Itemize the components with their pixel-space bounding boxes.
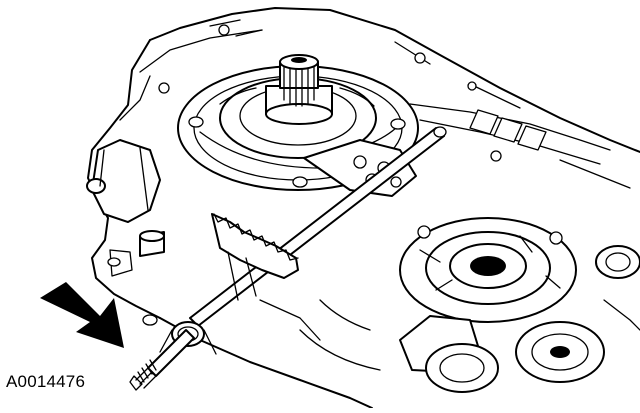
detent-lever: [211, 213, 299, 301]
valve-body: [409, 103, 631, 189]
left-boss: [107, 230, 165, 326]
figure-id-label: A0014476: [6, 372, 86, 391]
bottom-bores: [259, 299, 640, 393]
threaded-rod: [129, 329, 195, 391]
lower-drum: [399, 217, 577, 323]
right-sleeve: [595, 245, 640, 279]
arrow-icon: [40, 282, 124, 348]
upper-flange: [119, 24, 477, 121]
input-shaft: [265, 54, 333, 125]
left-bracket: [86, 139, 161, 223]
